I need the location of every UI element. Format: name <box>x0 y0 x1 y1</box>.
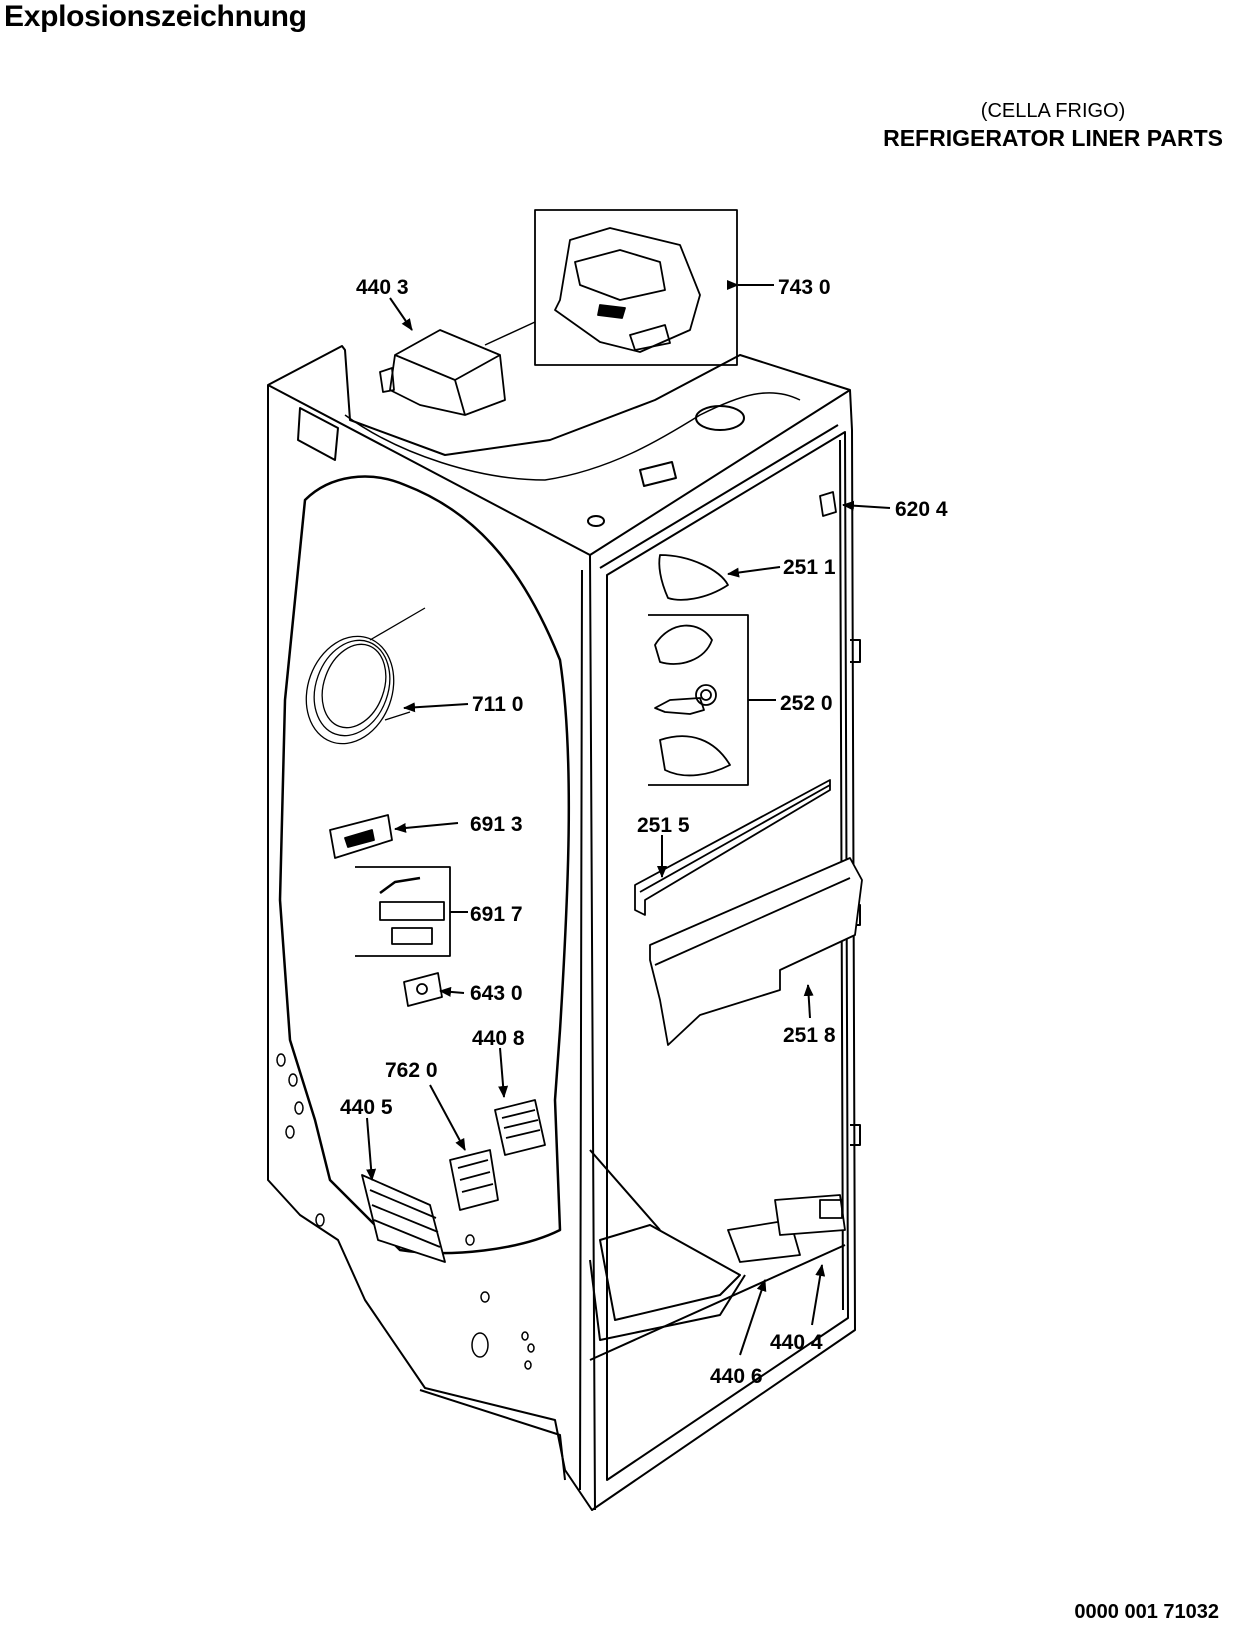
ceiling-hole <box>695 405 745 431</box>
callout-440-8: 440 8 <box>472 1027 525 1050</box>
page-title: Explosionszeichnung <box>4 0 307 33</box>
part-762-0-sketch <box>449 1149 499 1211</box>
part-251-5-sketch <box>634 779 831 916</box>
callout-440-4: 440 4 <box>770 1331 823 1354</box>
subtitle-italian: (CELLA FRIGO) <box>980 100 1126 122</box>
leader-440-3 <box>389 297 413 331</box>
leader-762-0 <box>429 1084 466 1151</box>
leader-711-0 <box>403 702 469 713</box>
callout-251-1: 251 1 <box>783 556 836 579</box>
part-251-1-sketch <box>658 554 729 601</box>
callout-251-5: 251 5 <box>637 814 690 837</box>
leader-440-4 <box>811 1264 826 1326</box>
bottom-back <box>589 1149 846 1361</box>
part-251-8-sketch <box>649 857 863 1046</box>
part-711-0-coil <box>305 607 426 745</box>
leader-251-8 <box>803 984 814 1019</box>
callout-251-8: 251 8 <box>783 1024 836 1047</box>
callout-691-3: 691 3 <box>470 813 523 836</box>
callout-620-4: 620 4 <box>895 498 948 521</box>
duct-assembly <box>554 227 701 353</box>
ceiling-opening <box>297 407 339 461</box>
leader-251-1 <box>727 566 781 578</box>
callout-440-3: 440 3 <box>356 276 409 299</box>
part-440-3-sketch <box>379 329 506 416</box>
callout-643-0: 643 0 <box>470 982 523 1005</box>
part-440-8-sketch <box>494 1099 546 1156</box>
leader-691-3 <box>394 822 459 833</box>
callout-440-6: 440 6 <box>710 1365 763 1388</box>
callout-762-0: 762 0 <box>385 1059 438 1082</box>
callout-691-7: 691 7 <box>470 903 523 926</box>
document-number: 0000 001 71032 <box>1074 1601 1219 1623</box>
screw-holes <box>276 1053 535 1370</box>
leader-440-5 <box>366 1117 377 1181</box>
front-frame-outer <box>579 554 596 1511</box>
callout-711-0: 711 0 <box>472 693 523 716</box>
front-frame-inner <box>606 431 849 1481</box>
part-743-box <box>534 209 738 366</box>
callout-743-0: 743 0 <box>778 276 831 299</box>
callout-440-5: 440 5 <box>340 1096 393 1119</box>
callout-labels: 440 3 743 0 620 4 251 1 252 0 711 0 691 … <box>340 276 948 1388</box>
bottom-tray <box>589 1224 746 1341</box>
subtitle-english: REFRIGERATOR LINER PARTS <box>883 125 1223 151</box>
leader-440-8 <box>498 1047 509 1098</box>
ceiling-edge <box>344 392 801 481</box>
diagram-subtitle: (CELLA FRIGO) REFRIGERATOR LINER PARTS <box>883 99 1223 152</box>
left-inner-edge <box>278 475 571 1255</box>
leader-643-0 <box>439 986 465 997</box>
leader-620-4 <box>842 500 891 511</box>
part-643-0-sketch <box>403 972 443 1007</box>
leader-440-6 <box>739 1279 767 1356</box>
part-440-4-sketch <box>774 1194 846 1236</box>
callout-252-0: 252 0 <box>780 692 833 715</box>
part-620-4-sketch <box>819 491 837 517</box>
lower-left-panel <box>419 1389 566 1481</box>
